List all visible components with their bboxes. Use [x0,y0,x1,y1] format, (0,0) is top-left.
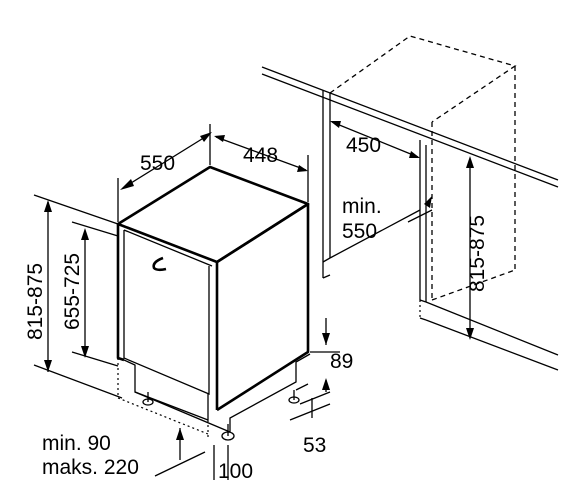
label-plinth-max: maks. 220 [42,456,139,479]
label-total-height: 815-875 [24,263,47,340]
label-plinth-depth: 53 [303,434,326,457]
label-plinth-offset: 100 [218,460,253,483]
dishwasher-body [116,165,311,441]
label-plinth-min: min. 90 [42,432,111,455]
label-niche-min: min. [342,195,382,218]
label-depth: 550 [140,152,175,175]
label-appliance-height: 655-725 [61,253,84,330]
label-width: 448 [243,144,278,167]
dimension-lines [33,121,474,480]
label-niche-min-value: 550 [342,220,377,243]
label-plinth-height: 89 [330,350,353,373]
label-niche-depth: 450 [346,134,381,157]
niche-outline [261,35,559,371]
label-niche-height: 815-875 [466,215,489,292]
